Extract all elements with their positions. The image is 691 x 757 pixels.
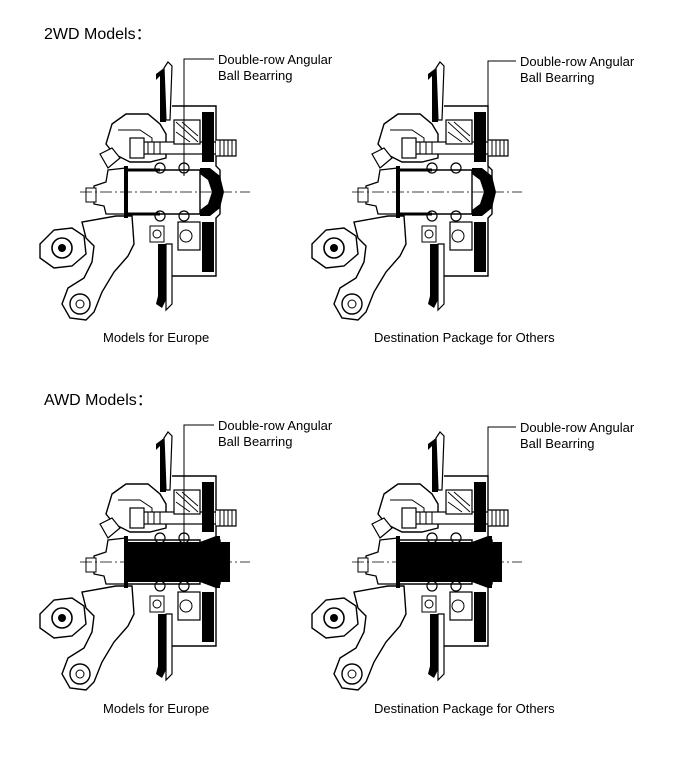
callout-line: Double-row Angular [520, 54, 635, 69]
caption-awd-others: Destination Package for Others [374, 701, 555, 716]
callout-line: Ball Bearring [520, 436, 595, 451]
leader-awd-others [487, 426, 516, 546]
callout-line: Double-row Angular [218, 52, 333, 67]
caption-2wd-europe: Models for Europe [103, 330, 210, 345]
leader-awd-europe [183, 424, 214, 546]
callout-2wd-europe: Double-row Angular Ball Bearring [218, 52, 332, 84]
leader-2wd-europe [183, 58, 214, 176]
callout-awd-europe: Double-row Angular Ball Bearring [218, 418, 332, 450]
hub-2wd-others [311, 61, 523, 321]
callout-awd-others: Double-row Angular Ball Bearring [520, 420, 634, 452]
hub-2wd-europe [39, 61, 251, 321]
section-title-awd: AWD Models： [44, 392, 153, 409]
callout-line: Double-row Angular [520, 420, 635, 435]
hub-awd-europe [39, 431, 251, 691]
leader-2wd-others [487, 60, 516, 176]
callout-line: Ball Bearring [520, 70, 595, 85]
callout-2wd-others: Double-row Angular Ball Bearring [520, 54, 634, 86]
caption-2wd-others: Destination Package for Others [374, 330, 555, 345]
callout-line: Ball Bearring [218, 68, 293, 83]
section-title-2wd: 2WD Models： [44, 26, 152, 43]
caption-awd-europe: Models for Europe [103, 701, 210, 716]
callout-line: Double-row Angular [218, 418, 333, 433]
hub-awd-others [311, 431, 523, 691]
callout-line: Ball Bearring [218, 434, 293, 449]
